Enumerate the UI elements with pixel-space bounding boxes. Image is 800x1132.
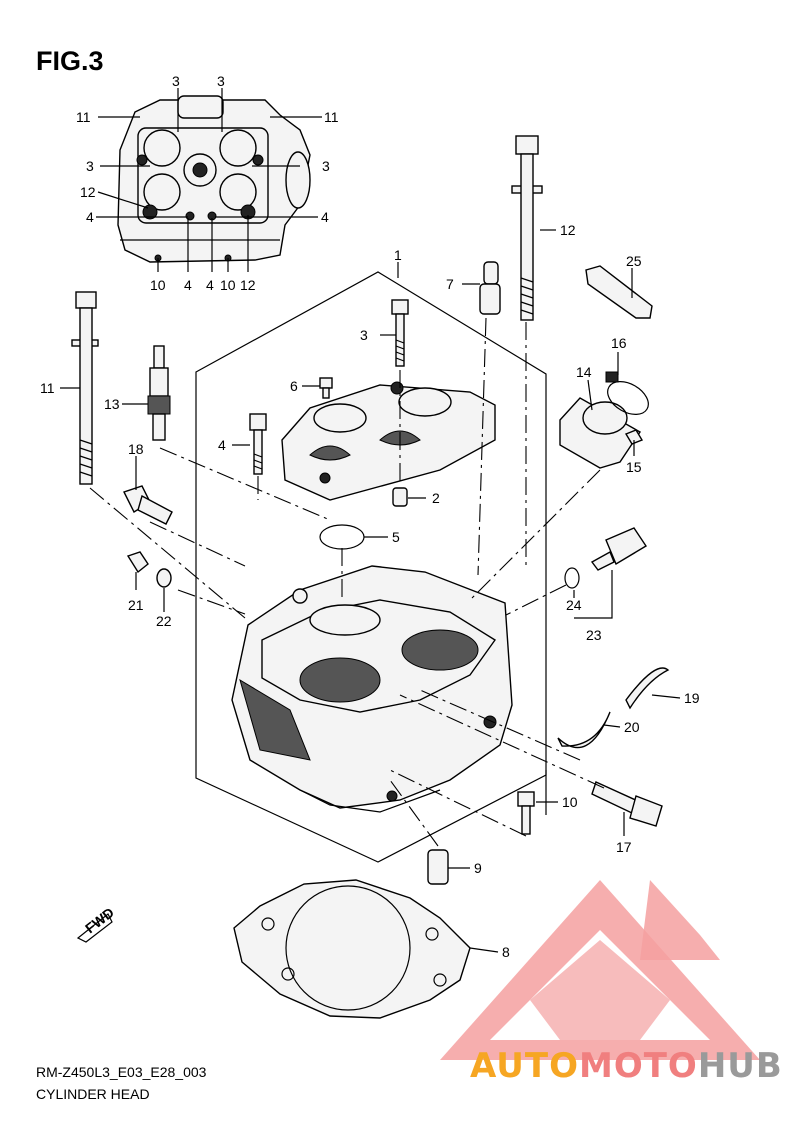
callout-label: 9 [474, 860, 482, 876]
callout-label: 12 [240, 277, 256, 293]
bolt-part-4 [249, 413, 267, 475]
callout-label: 12 [560, 222, 576, 238]
gasket-part-8 [233, 879, 471, 1019]
callout-label: 21 [128, 597, 144, 613]
callout-label: 25 [626, 253, 642, 269]
callout-label: 14 [576, 364, 592, 380]
camshaft-holder [281, 381, 496, 501]
bolt-part-6 [319, 377, 333, 399]
callout-label: 4 [218, 437, 226, 453]
callout-label: 10 [220, 277, 236, 293]
clamp-part-16 [605, 371, 649, 415]
callout-label: 11 [76, 109, 91, 125]
seal-part-20 [557, 711, 611, 749]
callout-label: 3 [360, 327, 368, 343]
callout-label: 5 [392, 529, 400, 545]
callout-label: 8 [502, 944, 510, 960]
seal-part-19 [625, 667, 670, 710]
fwd-arrow-icon: FWD [76, 904, 117, 943]
watermark-logo [440, 880, 760, 1060]
callout-label: 19 [684, 690, 700, 706]
watermark-text: AUTOMOTOHUB [470, 1046, 783, 1086]
callout-label: 4 [184, 277, 192, 293]
bolt-part-21 [126, 551, 149, 574]
callout-labels: 3 3 11 11 3 3 12 4 4 10 4 4 10 12 1 12 7… [40, 73, 700, 960]
callout-label: 7 [446, 276, 454, 292]
callout-label: 10 [562, 794, 578, 810]
callout-label: 4 [321, 209, 329, 225]
dowel-part-9 [427, 849, 449, 885]
callout-label: 12 [80, 184, 96, 200]
watermark-moto: MOTO [578, 1046, 698, 1086]
intake-pipe-part-14 [559, 397, 641, 469]
callout-label: 22 [156, 613, 172, 629]
callout-label: 11 [324, 109, 339, 125]
callout-label: 11 [40, 380, 55, 396]
callout-label: 10 [150, 277, 166, 293]
bolt-part-12 [511, 135, 543, 321]
washer-part-22 [156, 568, 172, 588]
callout-label: 17 [616, 839, 632, 855]
callout-label: 3 [217, 73, 225, 89]
sensor-part-23 [590, 527, 647, 571]
callout-label: 3 [322, 158, 330, 174]
callout-label: 3 [86, 158, 94, 174]
watermark-auto: AUTO [470, 1046, 579, 1086]
bolt-part-17 [591, 781, 663, 827]
callout-label: 3 [172, 73, 180, 89]
screw-part-15 [624, 429, 644, 445]
part-7 [479, 261, 501, 315]
callout-label: 23 [586, 627, 602, 643]
bolt-part-3 [391, 299, 409, 367]
o-ring-part-24 [564, 567, 580, 589]
cylinder-head-body [231, 565, 513, 813]
callout-label: 24 [566, 597, 582, 613]
callout-label: 1 [394, 247, 402, 263]
clamp-part-25 [585, 265, 653, 319]
bolt-part-18 [123, 485, 173, 525]
callout-label: 16 [611, 335, 627, 351]
o-ring-part-5 [319, 524, 365, 550]
callout-label: 4 [206, 277, 214, 293]
figure-title: FIG.3 [36, 46, 104, 76]
dowel-pin-part-2 [392, 487, 408, 507]
callout-label: 6 [290, 378, 298, 394]
callout-label: 2 [432, 490, 440, 506]
callout-label: 15 [626, 459, 642, 475]
watermark-hub: HUB [697, 1046, 783, 1086]
diagram-code: RM-Z450L3_E03_E28_003 [36, 1064, 207, 1080]
diagram-name: CYLINDER HEAD [36, 1086, 150, 1102]
callout-label: 20 [624, 719, 640, 735]
head-top-view [117, 95, 311, 263]
bolt-part-11 [71, 291, 99, 485]
bolt-part-10 [517, 791, 535, 835]
spark-plug-part-13 [147, 345, 171, 441]
callout-label: 13 [104, 396, 120, 412]
callout-label: 18 [128, 441, 144, 457]
callout-label: 4 [86, 209, 94, 225]
